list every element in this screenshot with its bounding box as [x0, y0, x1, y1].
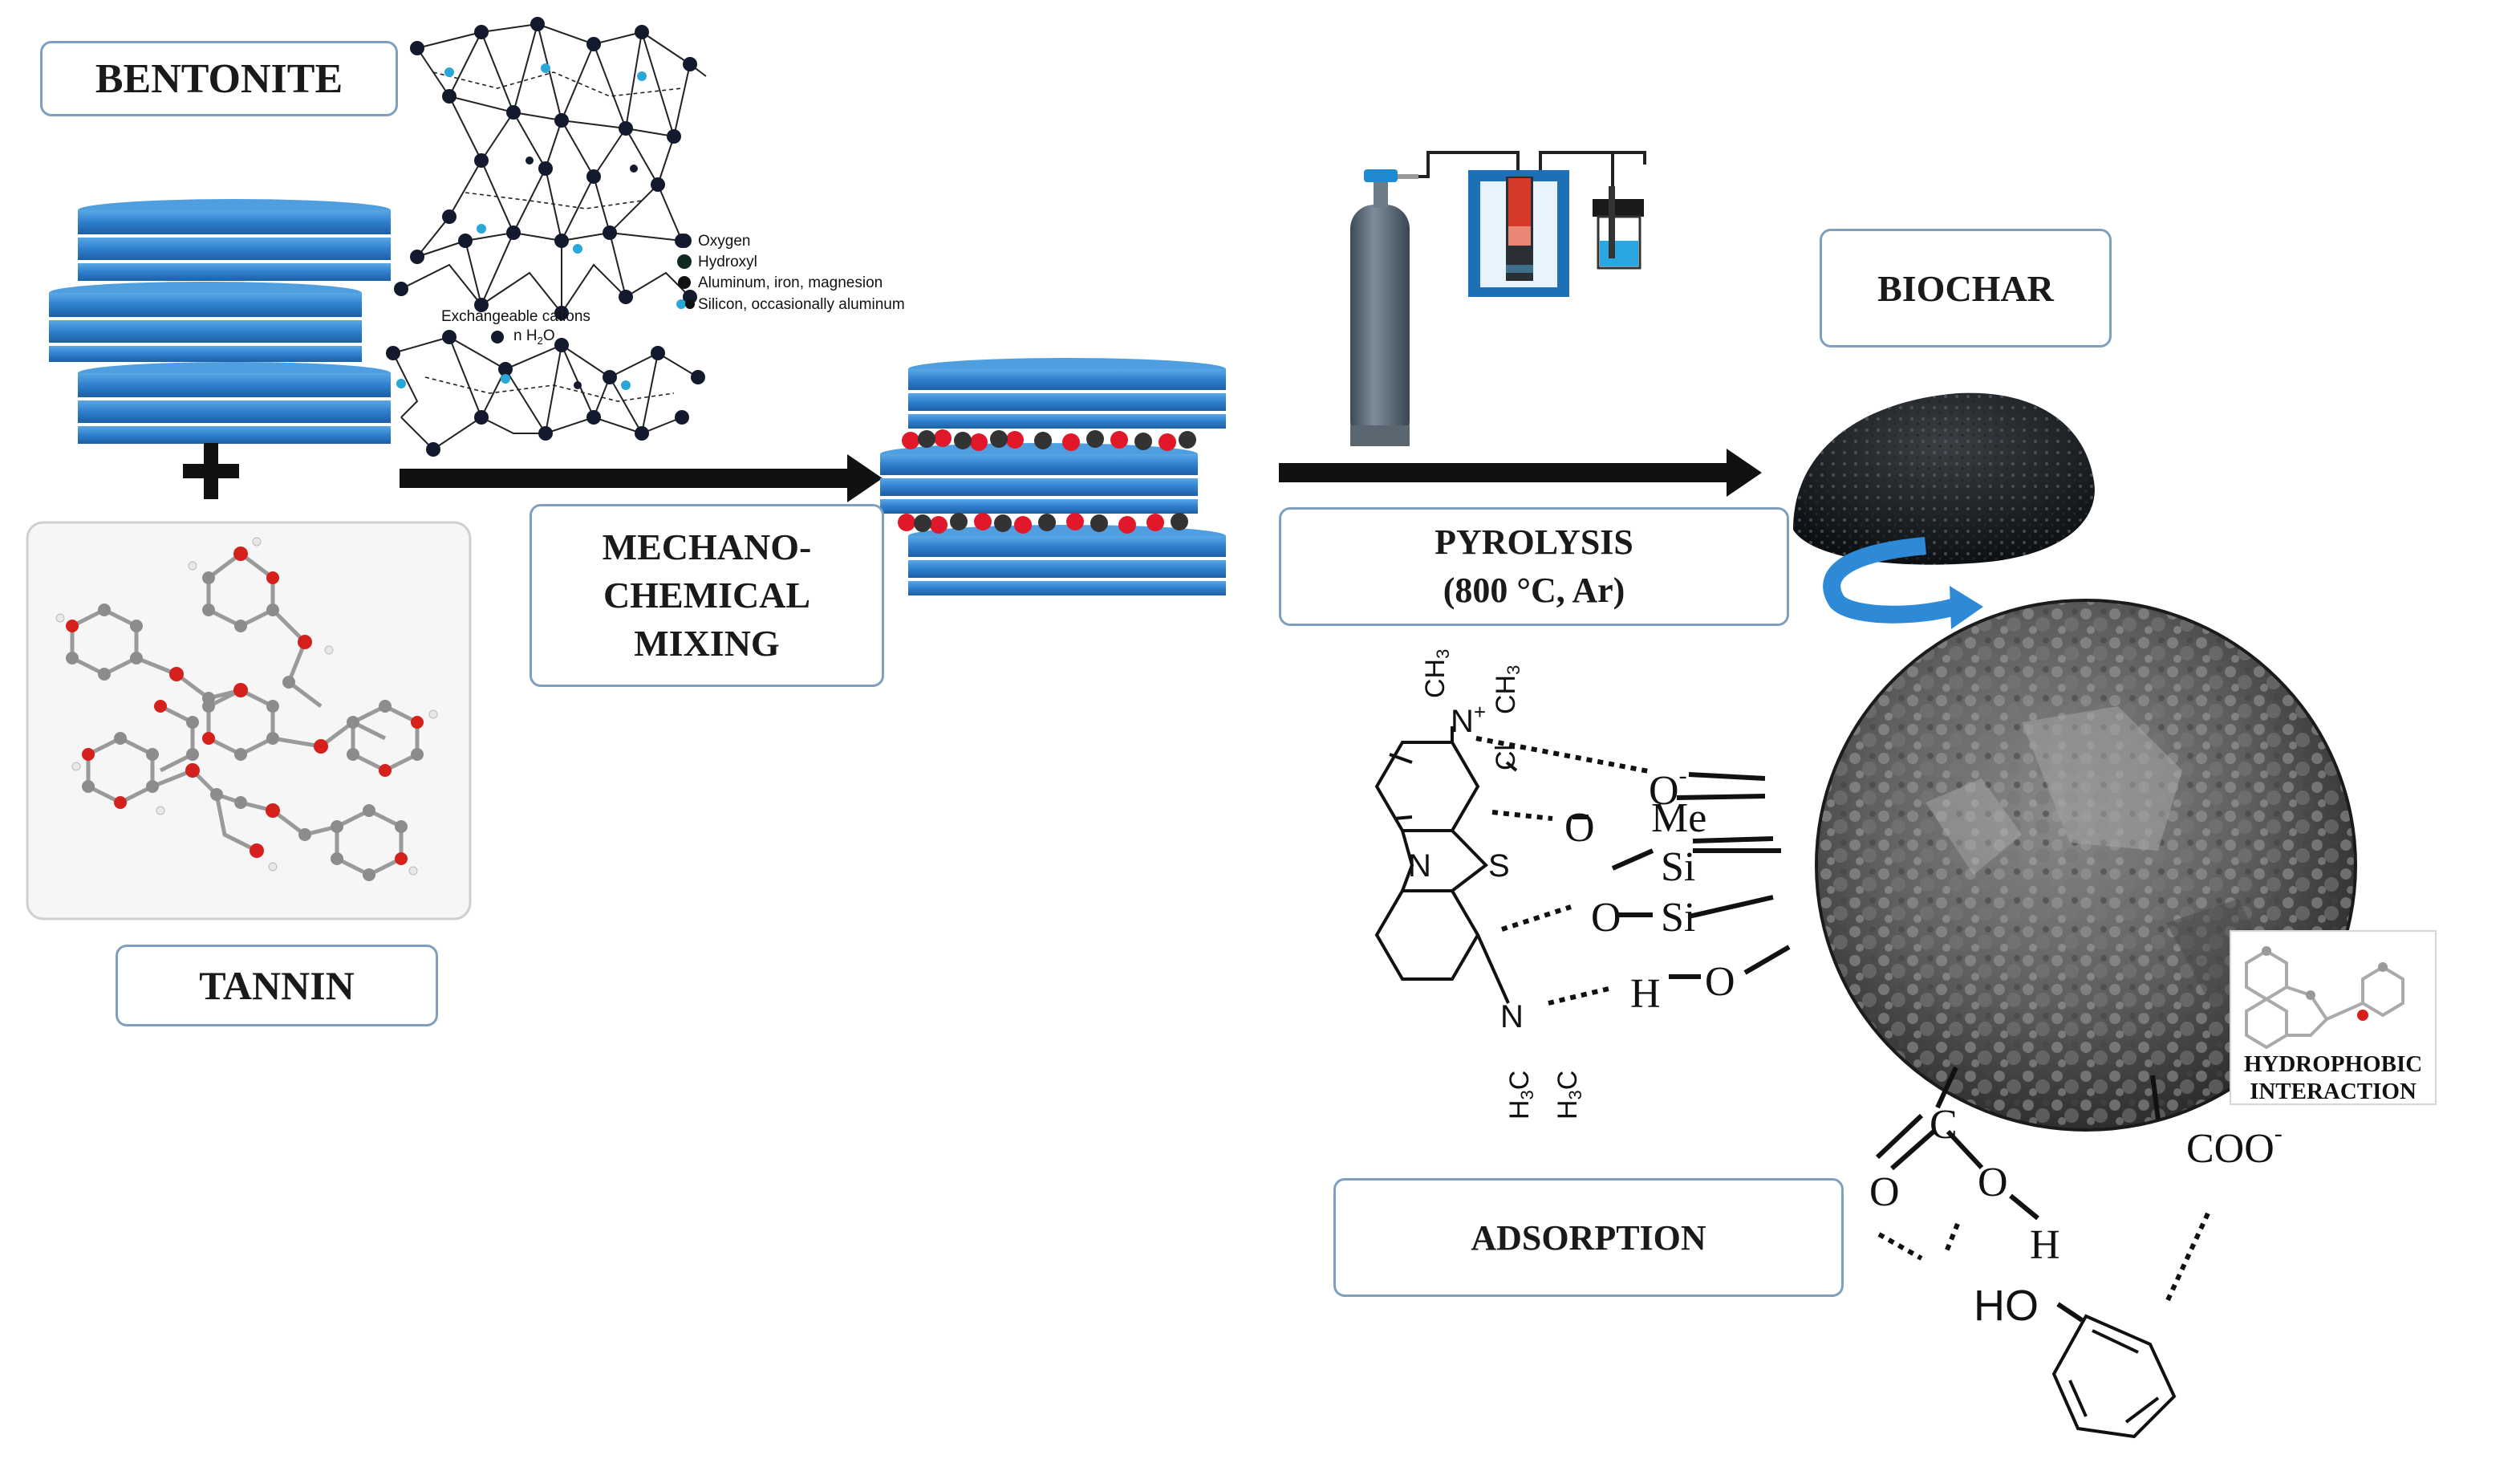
- label-bentonite: BENTONITE: [40, 41, 398, 116]
- chem-coo-minus: COO-: [2186, 1120, 2283, 1172]
- chem-c: C: [1930, 1102, 1958, 1148]
- chem-o-3: O: [1705, 959, 1735, 1005]
- bubbler-icon: [1593, 186, 1644, 270]
- chem-ho: HO: [1974, 1282, 2039, 1330]
- chem-o-hydroxyl: O: [1978, 1160, 2008, 1205]
- methylene-blue-structure: [1374, 726, 1518, 1004]
- chem-n-amine: N: [1500, 999, 1524, 1034]
- label-hydrophobic-interaction: HYDROPHOBIC INTERACTION: [2230, 1051, 2436, 1104]
- clay-sheet: [49, 282, 362, 362]
- chem-ch3-a: CH3: [1420, 649, 1453, 698]
- arrow-to-mixing: [400, 454, 883, 502]
- plus-icon: [183, 443, 239, 499]
- chem-n-ring: N: [1408, 848, 1431, 884]
- tannin-atoms-carbon: [66, 571, 424, 881]
- label-mixing-line-2: CHEMICAL: [603, 575, 811, 616]
- dotted-bonds: [1475, 736, 2210, 1302]
- label-hydrophobic-line-1: HYDROPHOBIC: [2243, 1051, 2423, 1077]
- chem-n-plus: N+: [1451, 700, 1486, 739]
- chem-o-minus: O-: [1649, 762, 1687, 814]
- structure-legend: [676, 234, 695, 309]
- label-bentonite-text: BENTONITE: [95, 55, 343, 102]
- chem-si-1: Si: [1661, 844, 1695, 890]
- bentonite-layers: [49, 199, 391, 444]
- intercalated-tannin-dots: [898, 429, 1196, 534]
- furnace-icon: [1468, 170, 1569, 297]
- legend-oxygen: Oxygen: [698, 233, 750, 250]
- label-hydrophobic-line-2: INTERACTION: [2250, 1079, 2417, 1104]
- label-pyrolysis: PYROLYSIS (800 °C, Ar): [1279, 507, 1789, 626]
- label-biochar: BIOCHAR: [1820, 229, 2112, 347]
- curved-arrow-icon: [1823, 537, 1983, 629]
- chem-s-ring: S: [1488, 848, 1510, 884]
- hydrophobic-inset: [2230, 930, 2437, 1105]
- clay-silicon-atoms: [396, 63, 647, 390]
- phenol-ring: [2051, 1314, 2177, 1439]
- label-water: n H2O: [513, 327, 555, 347]
- clay-sheet: [78, 362, 391, 444]
- chem-h3c-b: H3C: [1552, 1071, 1585, 1120]
- legend-hydroxyl: Hydroxyl: [698, 254, 757, 270]
- gas-cylinder-icon: [1350, 169, 1418, 446]
- phenol-adsorption-bonds: [1875, 1066, 2161, 1323]
- gas-line: [1418, 151, 1646, 201]
- clay-sheet: [78, 199, 391, 281]
- chem-h-1: H: [1630, 971, 1661, 1017]
- label-exchangeable-cations: Exchangeable cations: [441, 308, 590, 325]
- clay-crystal-dashes: [424, 71, 683, 402]
- chem-o-2: O: [1591, 895, 1621, 941]
- water-dot: [491, 331, 504, 343]
- chem-o-1: O: [1564, 805, 1595, 851]
- label-tannin: TANNIN: [116, 945, 438, 1026]
- arrow-to-pyrolysis: [1279, 449, 1762, 497]
- clay-atoms: [386, 17, 705, 457]
- tannin-atoms-hydrogen: [55, 537, 438, 876]
- legend-silicon: Silicon, occasionally aluminum: [698, 296, 905, 313]
- label-mixing-line-1: MECHANO-: [602, 526, 812, 567]
- label-pyrolysis-line-2: (800 °C, Ar): [1443, 571, 1625, 610]
- legend-metals: Aluminum, iron, magnesion: [698, 274, 883, 291]
- label-tannin-text: TANNIN: [199, 963, 355, 1008]
- label-pyrolysis-line-1: PYROLYSIS: [1434, 522, 1633, 562]
- chem-ch3-b: CH3: [1491, 665, 1524, 714]
- biochar-sem-image: [1815, 599, 2357, 1132]
- chem-h-2: H: [2030, 1222, 2060, 1268]
- label-mechanochemical-mixing: MECHANO- CHEMICAL MIXING: [530, 504, 884, 687]
- chem-cl: Cl: [1491, 745, 1521, 770]
- chem-si-2: Si: [1661, 895, 1695, 941]
- chem-me: Me: [1651, 795, 1706, 841]
- label-adsorption-text: ADSORPTION: [1471, 1217, 1706, 1258]
- intercalated-composite: [880, 358, 1226, 595]
- label-mixing-line-3: MIXING: [634, 623, 780, 664]
- surface-bonds: [1572, 772, 1791, 979]
- chem-h3c-a: H3C: [1504, 1071, 1537, 1120]
- label-biochar-text: BIOCHAR: [1877, 267, 2054, 309]
- tannin-atoms-oxygen: [66, 547, 424, 865]
- biochar-powder-icon: [1793, 392, 2095, 565]
- chem-o-carbonyl: O: [1869, 1169, 1900, 1215]
- label-adsorption: ADSORPTION: [1333, 1178, 1844, 1297]
